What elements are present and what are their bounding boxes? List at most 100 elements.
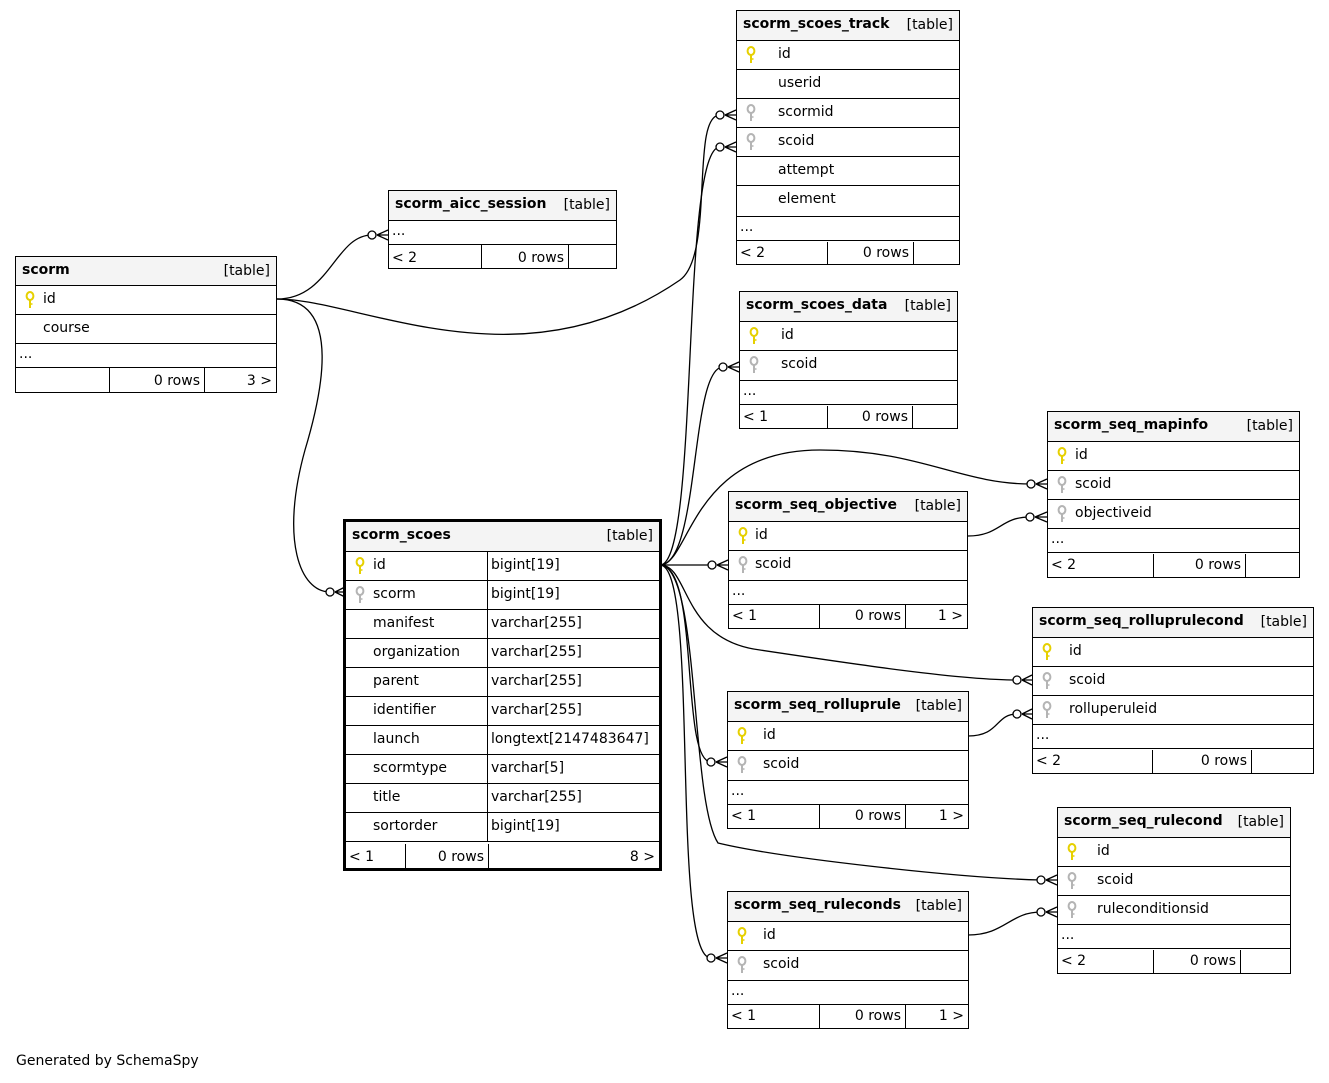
column-name: id <box>373 557 386 573</box>
column-type: bigint[19] <box>491 586 560 602</box>
foreign-key-icon <box>1067 901 1077 919</box>
relationship-line <box>967 911 1042 936</box>
table-name: scorm_seq_mapinfo <box>1054 417 1209 433</box>
table-scorm-seq-mapinfo[interactable]: scorm_seq_mapinfo [table] id scoid objec… <box>1047 411 1300 578</box>
table-scorm-seq-rulecond[interactable]: scorm_seq_rulecond [table] id scoid rule… <box>1057 807 1291 974</box>
more-columns-row: ... <box>1033 725 1313 749</box>
optional-marker <box>718 362 728 372</box>
table-scorm-seq-objective[interactable]: scorm_seq_objective [table] id scoid ...… <box>728 491 968 629</box>
column-name: scoid <box>1075 476 1112 492</box>
column-row[interactable]: scoid <box>728 751 968 781</box>
column-name: element <box>778 191 836 207</box>
table-scorm-aicc-session[interactable]: scorm_aicc_session [table] ... < 2 0 row… <box>388 190 617 269</box>
column-name: scormtype <box>373 760 447 776</box>
column-row[interactable]: scoid <box>1058 867 1290 896</box>
column-name: rolluperuleid <box>1069 701 1158 717</box>
column-row[interactable]: id <box>729 522 967 551</box>
column-row[interactable]: id <box>16 286 276 315</box>
column-row[interactable]: scoid <box>728 951 968 981</box>
children-count: 3 > <box>246 373 272 389</box>
column-row[interactable]: attempt <box>737 157 959 186</box>
crows-foot-marker <box>1034 511 1048 523</box>
table-scorm-seq-rolluprulecond[interactable]: scorm_seq_rolluprulecond [table] id scoi… <box>1032 607 1314 774</box>
relationship-line <box>659 146 721 566</box>
column-row[interactable]: scoid <box>1048 471 1299 500</box>
primary-key-icon <box>355 557 365 575</box>
column-name: id <box>1075 447 1088 463</box>
more-columns: ... <box>19 346 33 362</box>
column-name: scoid <box>781 356 818 372</box>
column-row[interactable]: id <box>1048 442 1299 471</box>
parents-count: < 2 <box>1036 753 1062 769</box>
column-row[interactable]: id <box>1033 638 1313 667</box>
optional-marker <box>1036 907 1046 917</box>
relationship-line <box>659 564 1042 881</box>
table-scorm-scoes-track[interactable]: scorm_scoes_track [table] id userid scor… <box>736 10 960 265</box>
parents-count: < 1 <box>731 1008 757 1024</box>
table-scorm-scoes-data[interactable]: scorm_scoes_data [table] id scoid ... < … <box>739 291 958 429</box>
row-count: 0 rows <box>854 608 901 624</box>
foreign-key-icon <box>746 133 756 151</box>
column-row[interactable]: ruleconditionsid <box>1058 896 1290 925</box>
column-name: course <box>43 320 90 336</box>
more-columns-row: ... <box>740 381 957 405</box>
column-row[interactable]: id <box>740 322 957 351</box>
column-row[interactable]: userid <box>737 70 959 99</box>
more-columns: ... <box>740 219 754 235</box>
column-row[interactable]: course <box>16 315 276 344</box>
column-row[interactable]: id bigint[19] <box>346 552 659 581</box>
more-columns: ... <box>743 383 757 399</box>
column-row[interactable]: id <box>1058 838 1290 867</box>
column-name: identifier <box>373 702 436 718</box>
table-scorm-seq-rolluprule[interactable]: scorm_seq_rolluprule [table] id scoid ..… <box>727 691 969 829</box>
more-columns: ... <box>731 783 745 799</box>
column-row[interactable]: objectiveid <box>1048 500 1299 529</box>
column-name: scoid <box>755 556 792 572</box>
row-count: 0 rows <box>862 245 909 261</box>
table-name: scorm_seq_objective <box>735 497 897 513</box>
row-count: 0 rows <box>1200 753 1247 769</box>
column-row[interactable]: element <box>737 186 959 217</box>
column-row[interactable]: scoid <box>1033 667 1313 696</box>
children-count <box>568 245 616 268</box>
relationship-line <box>659 366 724 566</box>
foreign-key-icon <box>738 556 748 574</box>
generated-by-note: Generated by SchemaSpy <box>16 1053 199 1069</box>
column-name: scormid <box>778 104 834 120</box>
relationship-line <box>659 564 712 763</box>
table-header: scorm_seq_rulecond [table] <box>1058 808 1290 838</box>
table-type: [table] <box>1260 614 1307 630</box>
relationship-line <box>276 114 721 335</box>
table-scorm[interactable]: scorm [table] id course ... 0 rows 3 > <box>15 256 277 393</box>
parents-count: < 2 <box>740 245 766 261</box>
table-scorm-seq-ruleconds[interactable]: scorm_seq_ruleconds [table] id scoid ...… <box>727 891 969 1029</box>
column-row[interactable]: rolluperuleid <box>1033 696 1313 725</box>
column-row[interactable]: id <box>728 922 968 951</box>
column-row[interactable]: scoid <box>729 551 967 581</box>
column-row[interactable]: scoid <box>740 351 957 381</box>
column-row[interactable]: scormid <box>737 99 959 128</box>
table-footer: 0 rows 3 > <box>16 368 276 392</box>
more-columns: ... <box>1051 531 1065 547</box>
column-row[interactable]: id <box>728 722 968 751</box>
optional-marker <box>715 110 725 120</box>
column-row[interactable]: id <box>737 41 959 70</box>
children-count <box>1245 554 1299 577</box>
table-name: scorm_scoes_track <box>743 16 890 32</box>
column-name: scoid <box>763 956 800 972</box>
column-type: varchar[255] <box>491 673 582 689</box>
table-type: [table] <box>915 698 962 714</box>
column-type: bigint[19] <box>491 557 560 573</box>
column-row[interactable]: scoid <box>737 128 959 157</box>
children-count: 1 > <box>937 608 963 624</box>
